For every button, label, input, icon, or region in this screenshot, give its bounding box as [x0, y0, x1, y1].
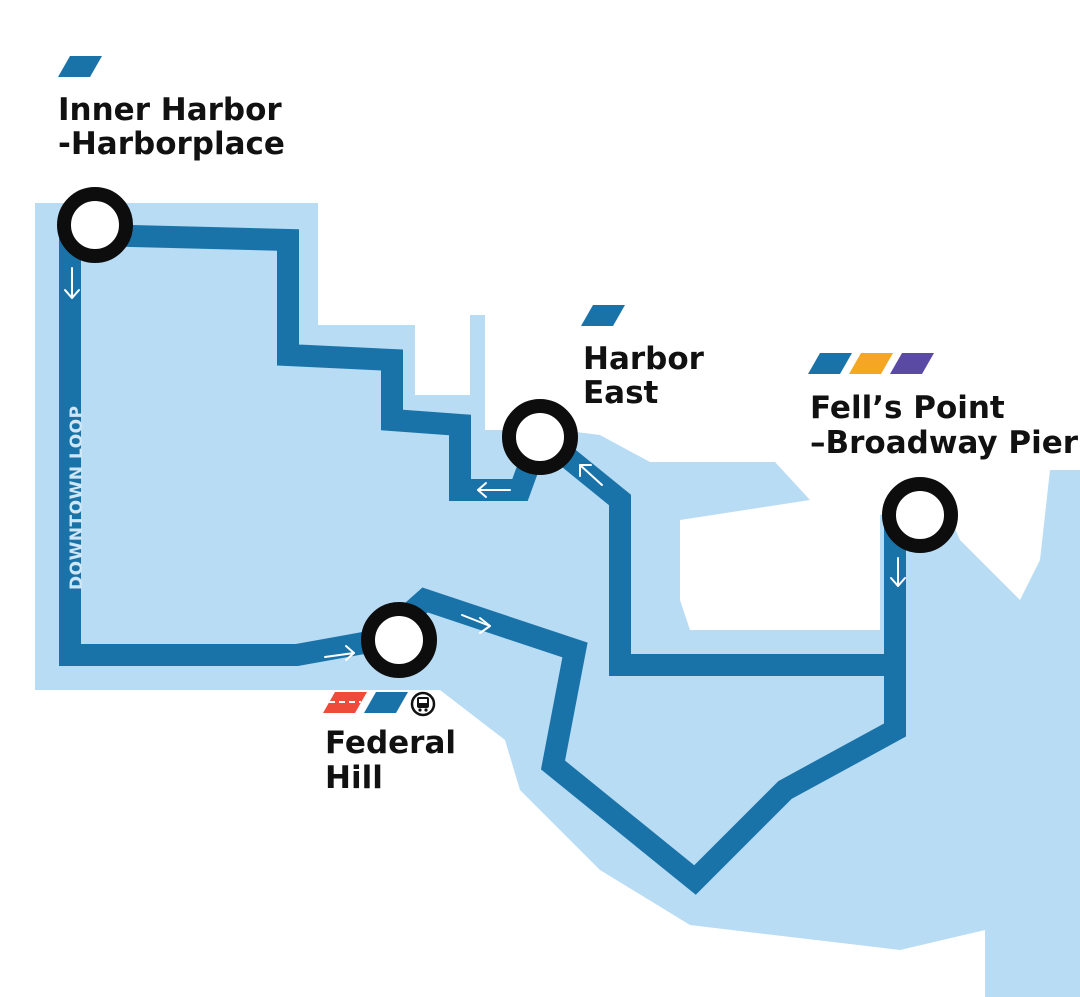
stop-markers[interactable]	[57, 187, 958, 678]
stop-marker-federal-hill[interactable]	[361, 602, 437, 678]
direction-arrows	[64, 267, 906, 661]
arrow-left-icon	[477, 482, 511, 498]
stop-label-federal-hill: Federal Hill	[325, 725, 467, 796]
line-swatch-inner-harbor-blue	[58, 56, 102, 77]
line-swatch-harbor-east-blue	[581, 305, 625, 326]
stop-marker-fells-point[interactable]	[882, 477, 958, 553]
line-swatch-federal-hill-blue	[364, 692, 408, 713]
arrow-up-left-icon	[579, 464, 603, 486]
arrow-down-icon	[890, 557, 906, 587]
water-area	[35, 203, 1080, 997]
bus-icon	[410, 691, 436, 717]
arrow-down-icon	[64, 267, 80, 299]
arrow-right-icon	[324, 645, 355, 661]
line-swatches	[58, 56, 934, 713]
stop-labels: Inner Harbor -Harborplace Harbor East Fe…	[58, 92, 1079, 796]
route-name-label: DOWNTOWN LOOP	[67, 405, 87, 590]
stop-label-inner-harbor: Inner Harbor -Harborplace	[58, 92, 293, 162]
stop-marker-inner-harbor[interactable]	[57, 187, 133, 263]
line-swatch-fells-point-purple	[890, 353, 934, 374]
stop-label-fells-point: Fell’s Point –Broadway Pier	[810, 390, 1079, 461]
stop-marker-harbor-east[interactable]	[502, 399, 578, 475]
stop-label-harbor-east: Harbor East	[583, 341, 715, 411]
line-swatch-fells-point-orange	[849, 353, 893, 374]
arrow-right-icon	[461, 614, 491, 634]
water-inner-basin	[35, 203, 1080, 997]
line-swatch-fells-point-blue	[808, 353, 852, 374]
